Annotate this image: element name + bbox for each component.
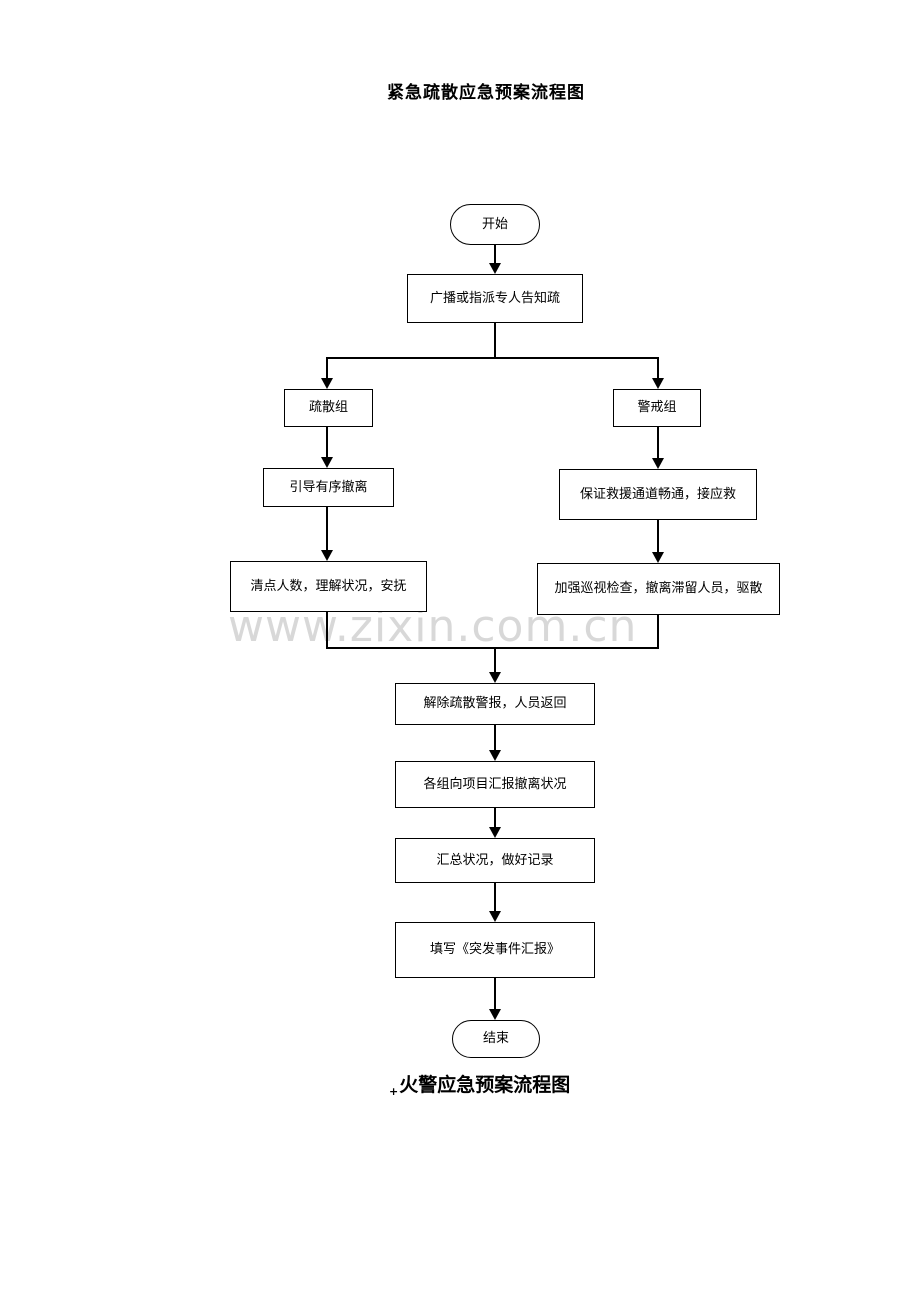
- caption-plus-marker: +: [389, 1085, 399, 1098]
- arrowhead-down-icon: [489, 911, 501, 922]
- page-title: 紧急疏散应急预案流程图: [387, 83, 585, 103]
- arrowhead-down-icon: [652, 552, 664, 563]
- flow-node-ensure: 保证救援通道畅通，接应救: [559, 469, 757, 520]
- connector-merge-release: [494, 647, 496, 674]
- flow-node-start: 开始: [450, 204, 540, 245]
- flow-node-guide: 引导有序撤离: [263, 468, 394, 507]
- flow-node-summary: 汇总状况，做好记录: [395, 838, 595, 883]
- footer-caption: +火警应急预案流程图: [389, 1070, 571, 1098]
- connector-report-summary: [494, 808, 496, 829]
- flow-node-end: 结束: [452, 1020, 540, 1058]
- flow-node-report: 各组向项目汇报撤离状况: [395, 761, 595, 808]
- flow-node-release: 解除疏散警报，人员返回: [395, 683, 595, 725]
- connector-split-evac: [326, 357, 328, 380]
- arrowhead-down-icon: [321, 378, 333, 389]
- footer-caption-text: 火警应急预案流程图: [399, 1074, 571, 1096]
- arrowhead-down-icon: [489, 827, 501, 838]
- connector-count-merge: [326, 612, 328, 649]
- arrowhead-down-icon: [489, 1009, 501, 1020]
- flow-node-evac-group: 疏散组: [284, 389, 373, 427]
- connector-evac-guide: [326, 427, 328, 458]
- connector-summary-fill: [494, 883, 496, 913]
- flow-node-guard-group: 警戒组: [613, 389, 701, 427]
- connector-fill-end: [494, 978, 496, 1010]
- flow-node-fill: 填写《突发事件汇报》: [395, 922, 595, 978]
- flow-node-count: 清点人数，理解状况，安抚: [230, 561, 427, 612]
- flow-node-notify: 广播或指派专人告知疏: [407, 274, 583, 323]
- connector-release-report: [494, 725, 496, 752]
- flow-node-patrol: 加强巡视检查，撤离滞留人员，驱散: [537, 563, 780, 615]
- connector-guard-ensure: [657, 427, 659, 459]
- arrowhead-down-icon: [489, 672, 501, 683]
- connector-ensure-patrol: [657, 520, 659, 553]
- connector-merge-bar: [326, 647, 659, 649]
- connector-split-bar: [326, 357, 659, 359]
- connector-guide-count: [326, 507, 328, 551]
- arrowhead-down-icon: [321, 457, 333, 468]
- arrowhead-down-icon: [321, 550, 333, 561]
- connector-split-guard: [657, 357, 659, 380]
- arrowhead-down-icon: [489, 263, 501, 274]
- arrowhead-down-icon: [489, 750, 501, 761]
- arrowhead-down-icon: [652, 458, 664, 469]
- connector-notify-split: [494, 323, 496, 359]
- connector-start-notify: [494, 245, 496, 265]
- connector-patrol-merge: [657, 615, 659, 649]
- arrowhead-down-icon: [652, 378, 664, 389]
